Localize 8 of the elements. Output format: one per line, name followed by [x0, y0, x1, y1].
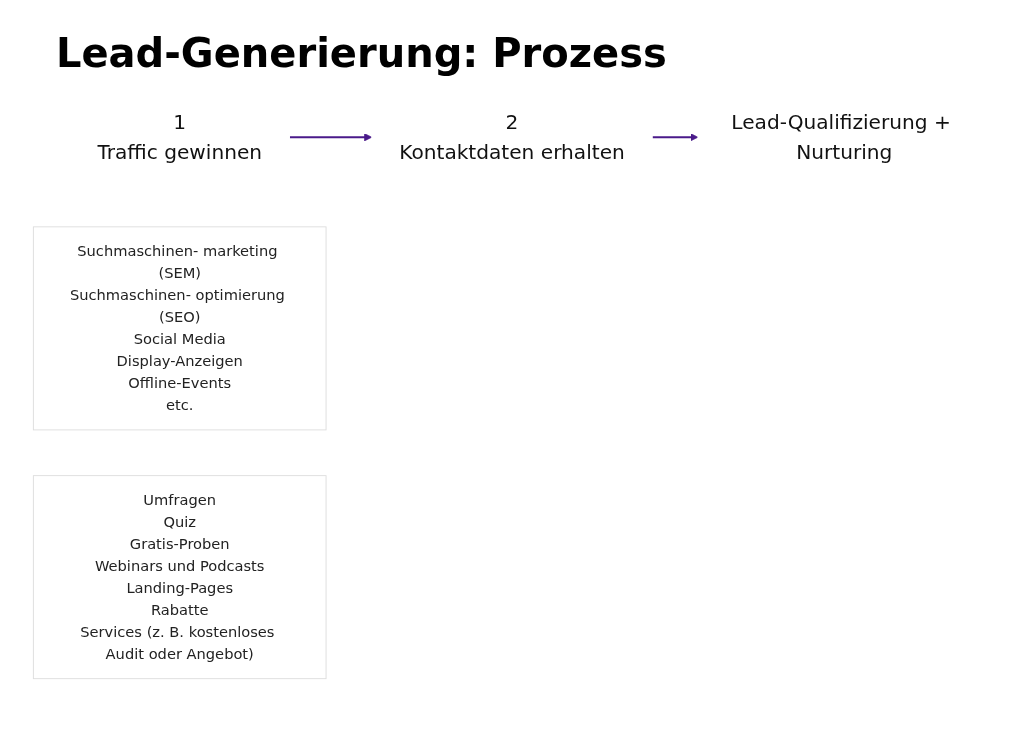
title: Lead-Generierung: Prozess [56, 30, 668, 76]
node-text: 1 Traffic gewinnen [97, 110, 263, 164]
node-text: Lead-Qualifizierung + Nurturing [731, 110, 951, 164]
arrow [288, 133, 373, 142]
node-text: 2 Kontaktdaten erhalten [399, 110, 625, 164]
node-box: Umfragen Quiz Gratis-Proben Webinars und Podcasts Landing-Pages Rabatte Services (z. B. kostenloses Audit oder Angebot) [32, 475, 327, 680]
node-box: Suchmaschinen- marketing (SEM) Suchmaschinen- optimierung (SEO) Social Media Display-Anzeigen Offline-Events etc. [32, 226, 327, 431]
arrow [651, 133, 699, 142]
